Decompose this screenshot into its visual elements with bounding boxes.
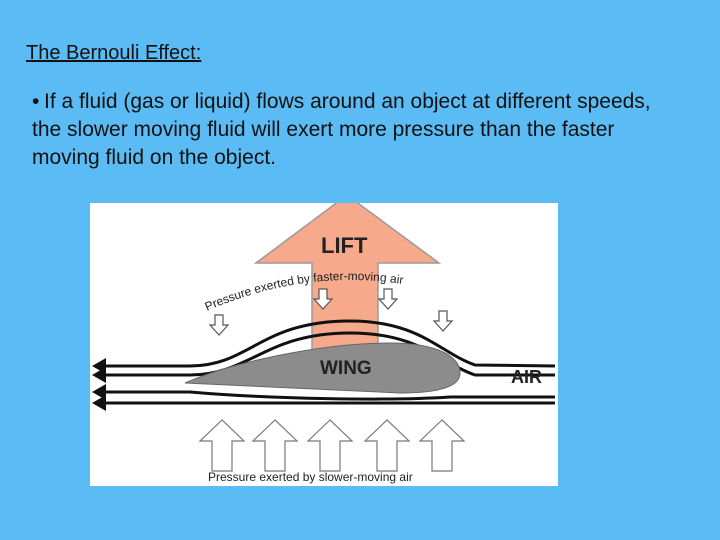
bullet-text-block: •If a fluid (gas or liquid) flows around… [32, 88, 672, 172]
up-arrow-icon [418, 419, 466, 472]
up-arrow-icon [306, 419, 354, 472]
bottom-pressure-text: Pressure exerted by slower-moving air [208, 470, 413, 484]
bottom-flow-lines [100, 390, 555, 405]
up-arrow-icon [198, 419, 246, 472]
air-label: AIR [511, 367, 542, 387]
up-arrow-icon [251, 419, 299, 472]
down-arrow-icon [432, 310, 454, 332]
top-pressure-arrows [208, 288, 454, 336]
left-arrow-icon [92, 384, 106, 400]
up-arrow-icon [363, 419, 411, 472]
diagram-svg: LIFT Pressure exerted by faster-moving a… [92, 203, 556, 484]
down-arrow-icon [312, 288, 334, 310]
bottom-pressure-arrows [198, 419, 466, 472]
lift-label: LIFT [321, 233, 368, 258]
flow-arrowheads [92, 358, 106, 411]
wing-label: WING [320, 358, 372, 379]
down-arrow-icon [377, 288, 399, 310]
wing-shape [184, 342, 461, 394]
down-arrow-icon [208, 314, 230, 336]
left-arrow-icon [92, 395, 106, 411]
bernoulli-diagram: LIFT Pressure exerted by faster-moving a… [90, 203, 558, 486]
bullet-marker: • [32, 90, 40, 113]
left-arrow-icon [92, 367, 106, 383]
slide-title: The Bernouli Effect: [26, 42, 202, 64]
bullet-text: If a fluid (gas or liquid) flows around … [32, 90, 651, 169]
